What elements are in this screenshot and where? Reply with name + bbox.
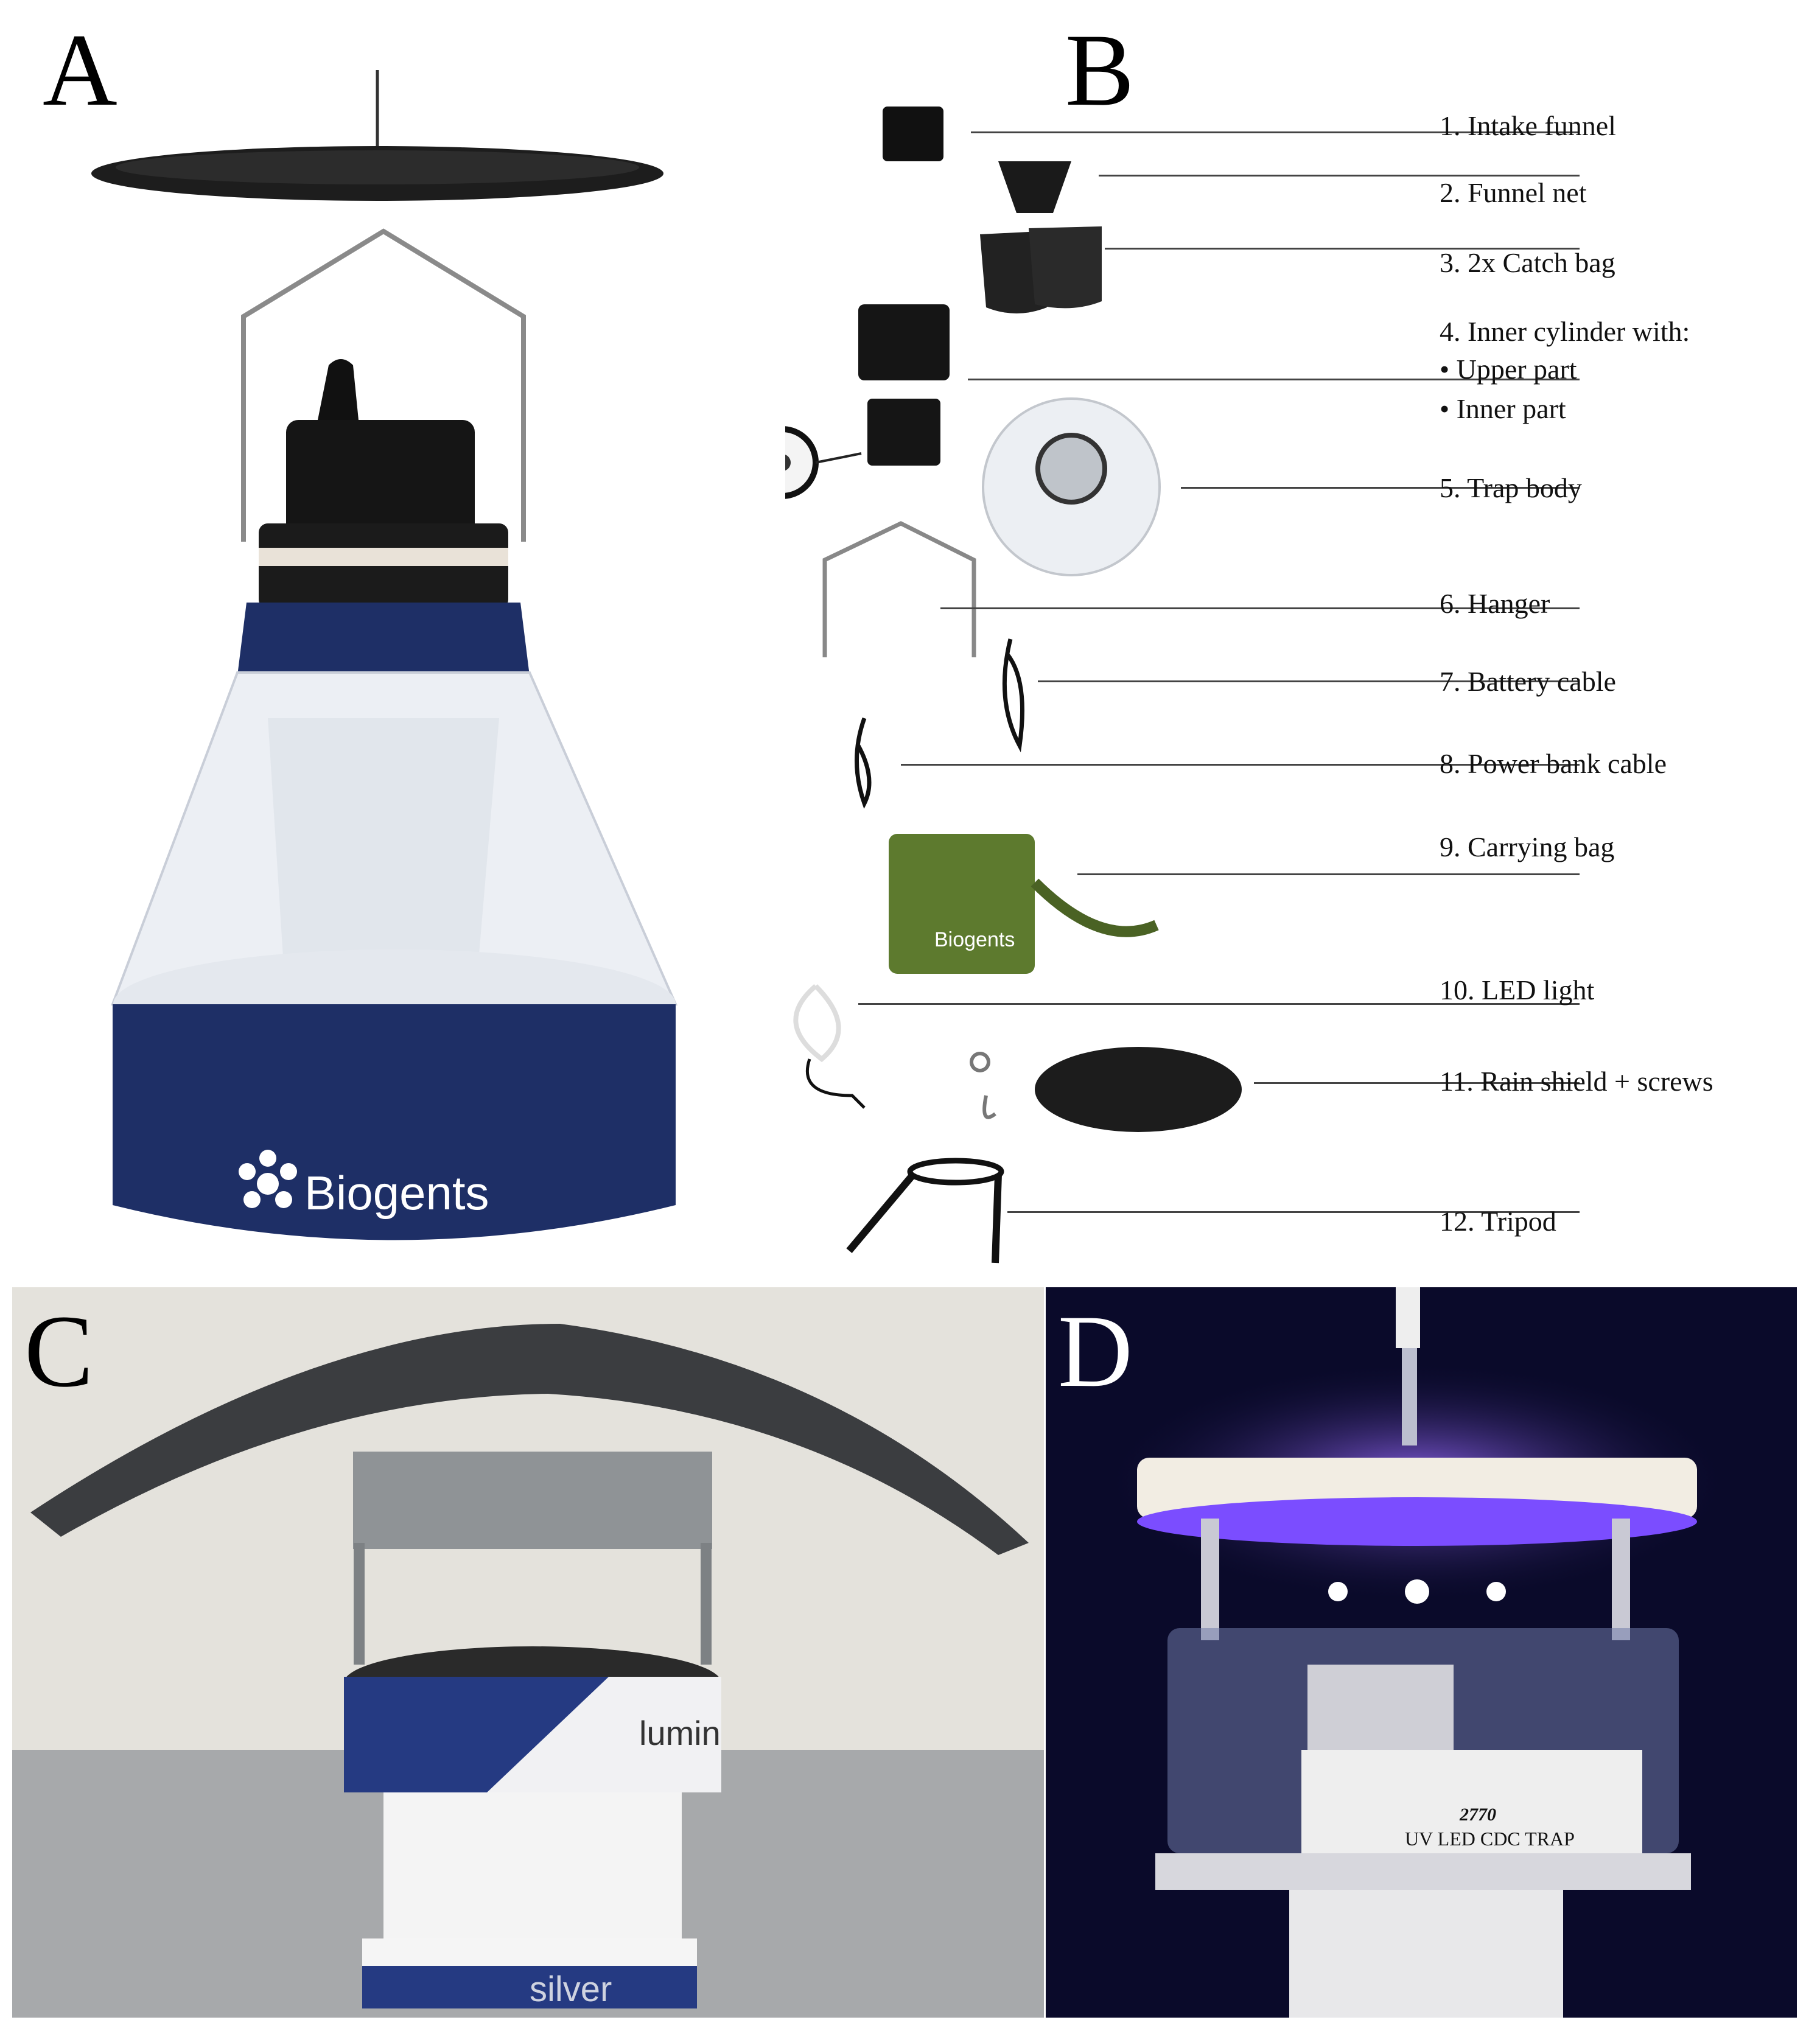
leader-line-6 [940, 607, 1580, 609]
uv-led-trap-photo [1046, 1287, 1797, 2018]
label-inner-part: • Inner part [1440, 393, 1566, 424]
leader-line-1 [971, 131, 1580, 133]
inner-catch-bag [268, 718, 499, 1004]
leader-line-5 [1181, 487, 1580, 489]
solar-panel [30, 1324, 1029, 1555]
panel-d-letter: D [1058, 1294, 1133, 1408]
led-light-part [793, 984, 841, 1063]
navy-collar [237, 603, 530, 676]
biogents-brand-text: Biogents [304, 1166, 489, 1220]
power-bank-cable-part [855, 717, 872, 809]
silver-text: silver [530, 1970, 612, 2009]
label-led-light: 10. LED light [1440, 974, 1595, 1005]
collection-net [1289, 1890, 1563, 2018]
leader-line-3 [1105, 248, 1580, 250]
intake-cylinder [286, 420, 475, 536]
battery-cable-part [1002, 638, 1024, 753]
label-carrying-bag: 9. Carrying bag [1440, 831, 1615, 862]
uv-led-icon [1328, 1582, 1348, 1601]
hook-icon [982, 1095, 996, 1119]
rain-shield-part [1035, 1047, 1242, 1132]
component-illustrations [785, 107, 1242, 1264]
carrying-bag-part [889, 834, 1035, 974]
label-tripod: 12. Tripod [1440, 1206, 1556, 1237]
biogents-trap-illustration [91, 70, 678, 1240]
biogents-logo-icon [239, 1150, 297, 1208]
funnel-net-part [998, 161, 1071, 213]
panel-b: B [785, 0, 1820, 1284]
catch-bag-part [980, 231, 1047, 313]
hanger-wire [241, 228, 526, 542]
label-catch-bag: 3. 2x Catch bag [1440, 247, 1615, 278]
solar-trap-photo [12, 1287, 1044, 2018]
leader-line-9 [1077, 873, 1580, 875]
label-power-bank-cable: 8. Power bank cable [1440, 748, 1667, 779]
label-trap-body: 5. Trap body [1440, 472, 1582, 503]
product-plate [1301, 1750, 1642, 1859]
plate-title: UV LED CDC TRAP [1405, 1828, 1575, 1850]
navy-base-band [113, 1004, 676, 1240]
uv-led-icon-center [1405, 1579, 1429, 1604]
leader-line-12 [1007, 1211, 1580, 1213]
panel-a: A Biogents [0, 0, 785, 1284]
uv-led-icon-right [1486, 1582, 1506, 1601]
panel-d: D 2770 UV LED CDC TRAP [1046, 1287, 1797, 2018]
tripod-part [907, 1158, 1004, 1186]
leader-line-8 [901, 764, 1580, 766]
screw-icon [970, 1052, 990, 1072]
intake-funnel-part [883, 107, 943, 161]
label-rain-shield: 11. Rain shield + screws [1440, 1066, 1713, 1097]
leader-line-11 [1254, 1082, 1580, 1084]
panel-b-letter: B [1065, 13, 1135, 127]
leader-line-2 [1099, 175, 1580, 177]
plate-number: 2770 [1460, 1805, 1496, 1825]
carrying-bag-brand-text: Biogents [934, 928, 1015, 951]
leader-line-7 [1038, 680, 1580, 682]
white-cylinder [383, 1792, 682, 1951]
lumin-text: lumin [639, 1714, 721, 1752]
panel-a-letter: A [43, 13, 117, 127]
inner-cylinder-upper [858, 304, 950, 380]
metal-hood [353, 1452, 712, 1549]
panel-c-letter: C [24, 1294, 94, 1408]
label-hanger: 6. Hanger [1440, 588, 1550, 619]
leader-line-4 [968, 379, 1580, 380]
inner-cylinder-lower [867, 399, 940, 466]
trap-top-flap [317, 359, 359, 426]
silver-band [362, 1966, 697, 2008]
label-intake-funnel: 1. Intake funnel [1440, 110, 1616, 141]
label-battery-cable: 7. Battery cable [1440, 666, 1616, 697]
leader-line-10 [858, 1003, 1580, 1005]
hanger-part [822, 521, 976, 657]
label-funnel-net: 2. Funnel net [1440, 177, 1587, 208]
label-upper-part: • Upper part [1440, 354, 1577, 385]
panel-c: C lumin silver [12, 1287, 1044, 2018]
label-inner-cylinder: 4. Inner cylinder with: [1440, 316, 1690, 347]
